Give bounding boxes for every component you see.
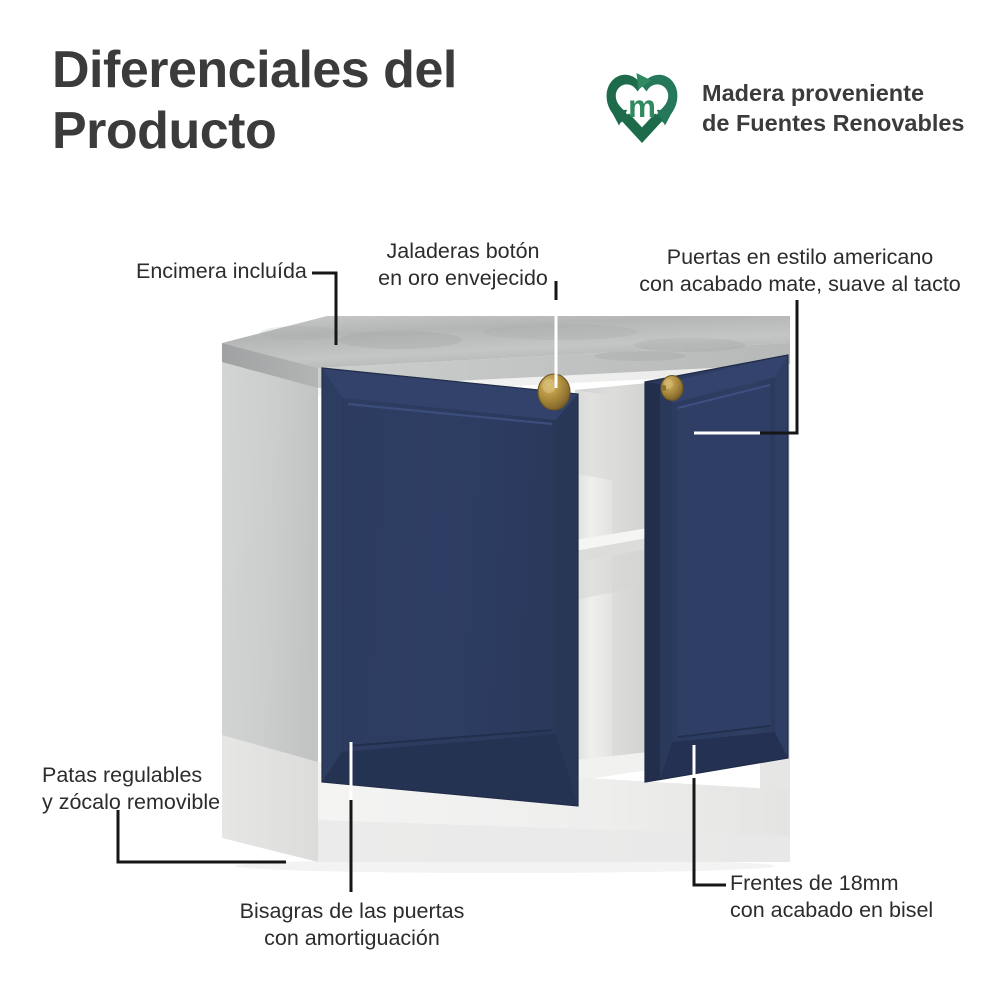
carcass-left-side-panel <box>222 343 318 795</box>
right-door-outline <box>644 354 789 783</box>
left-door-inner-panel <box>348 404 552 746</box>
gold-knob-right[interactable] <box>660 375 684 401</box>
page-title-line2: Producto <box>52 101 277 160</box>
interior-shelf-top <box>575 528 648 551</box>
annotation-frentes: Frentes de 18mm con acabado en bisel <box>730 870 933 924</box>
annotation-encimera-line1: Encimera incluída <box>136 259 307 283</box>
annotation-bisagras-line1: Bisagras de las puertas <box>239 899 465 923</box>
recycle-heart-icon: m <box>606 73 678 143</box>
certification-logo: m Madera proveniente de Fuentes Renovabl… <box>596 62 965 154</box>
annotation-puertas-line1: Puertas en estilo americano <box>666 245 934 269</box>
right-door-hinge-edge <box>645 382 660 782</box>
right-door-top-bevel <box>660 355 788 403</box>
ground-shadow <box>235 859 775 873</box>
interior-shelf-under-shadow <box>575 549 648 600</box>
right-door-bottom-bevel <box>660 732 788 780</box>
certification-logo-text: Madera proveniente de Fuentes Renovables <box>702 78 965 138</box>
annotation-patas-line1: Patas regulables <box>42 763 203 787</box>
interior-floor <box>575 752 648 781</box>
annotation-puertas-line2: con acabado mate, suave al tacto <box>639 271 961 296</box>
left-door-panel-highlight <box>347 402 553 426</box>
annotation-patas-line2: y zócalo removible <box>42 789 221 814</box>
knob-stem <box>661 385 666 391</box>
annotation-bisagras-line2: con amortiguación <box>264 925 440 950</box>
annotation-frentes-line1: Frentes de 18mm <box>730 871 899 895</box>
interior-shelf-edge <box>575 538 648 562</box>
annotation-jaladeras-line1: Jaladeras botón <box>386 239 540 263</box>
interior-upper-shadow <box>575 390 612 480</box>
arrow-head-right <box>656 109 674 126</box>
annotation-encimera: Encimera incluída <box>136 258 307 285</box>
right-door[interactable] <box>644 354 789 783</box>
plinth-front-shade <box>318 820 790 862</box>
arrow-head-top <box>636 73 652 90</box>
annotation-puertas: Puertas en estilo americano con acabado … <box>620 244 980 298</box>
countertop-top-surface <box>222 316 790 368</box>
annotation-frentes-line2: con acabado en bisel <box>730 897 934 922</box>
header: Diferenciales del Producto m Madera prov… <box>0 0 1000 200</box>
left-door-left-bevel <box>322 368 342 782</box>
arrow-head-left <box>610 109 628 126</box>
left-door-top-bevel <box>322 368 578 420</box>
annotation-bisagras: Bisagras de las puertas con amortiguació… <box>226 898 478 952</box>
page-title: Diferenciales del Producto <box>52 40 572 162</box>
annotation-jaladeras-line2: en oro envejecido <box>378 265 548 290</box>
right-door-panel-shadow <box>677 725 771 738</box>
left-door[interactable] <box>321 367 579 807</box>
recycle-arrow-bottom <box>619 113 665 143</box>
gold-knob-left[interactable] <box>537 373 571 411</box>
countertop-front-band <box>318 343 790 388</box>
cabinet-interior <box>575 383 648 781</box>
left-door-outline <box>321 367 579 807</box>
annotation-patas: Patas regulables y zócalo removible <box>42 762 220 816</box>
countertop-left-edge <box>222 343 318 388</box>
right-door-inner-panel <box>678 385 770 737</box>
left-door-right-bevel <box>556 394 578 806</box>
annotation-jaladeras: Jaladeras botón en oro envejecido <box>368 238 558 292</box>
page-title-line1: Diferenciales del <box>52 41 457 99</box>
right-door-panel-highlight <box>677 384 771 409</box>
logo-monogram: m <box>628 89 656 124</box>
right-door-left-bevel <box>660 384 672 780</box>
logo-text-line2: de Fuentes Renovables <box>702 110 965 136</box>
logo-text-line1: Madera proveniente <box>702 79 925 106</box>
right-door-right-bevel <box>775 355 788 758</box>
left-door-panel-shadow <box>347 729 553 747</box>
